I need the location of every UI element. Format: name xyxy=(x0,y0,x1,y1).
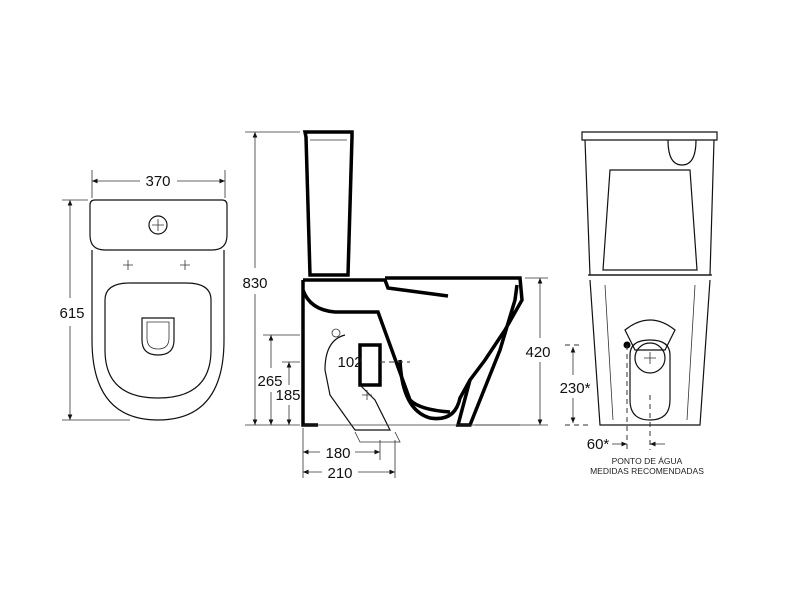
dim-outlet-diameter: 102 xyxy=(337,354,362,371)
note-water-point: PONTO DE ÁGUA xyxy=(612,456,683,466)
dim-outlet-265: 265 xyxy=(257,373,282,390)
dim-outlet-180: 180 xyxy=(325,445,350,462)
dim-total-height: 830 xyxy=(242,275,267,292)
dim-water-point-height: 230* xyxy=(560,380,591,397)
dim-water-point-offset: 60* xyxy=(587,436,610,453)
front-view: 230* 60* PONTO DE ÁGUA MEDIDAS RECOMENDA… xyxy=(560,131,718,476)
note-recommended-measures: MEDIDAS RECOMENDADAS xyxy=(590,466,704,476)
side-view: 830 265 185 102 180 210 420 xyxy=(242,130,551,482)
top-view: 370 615 xyxy=(59,170,228,421)
dim-bowl-height: 420 xyxy=(525,344,550,361)
dim-outlet-185: 185 xyxy=(275,387,300,404)
dim-outlet-210: 210 xyxy=(327,465,352,482)
flush-button-icon xyxy=(148,215,168,235)
dim-top-width: 370 xyxy=(145,173,170,190)
dim-top-length: 615 xyxy=(59,305,84,322)
